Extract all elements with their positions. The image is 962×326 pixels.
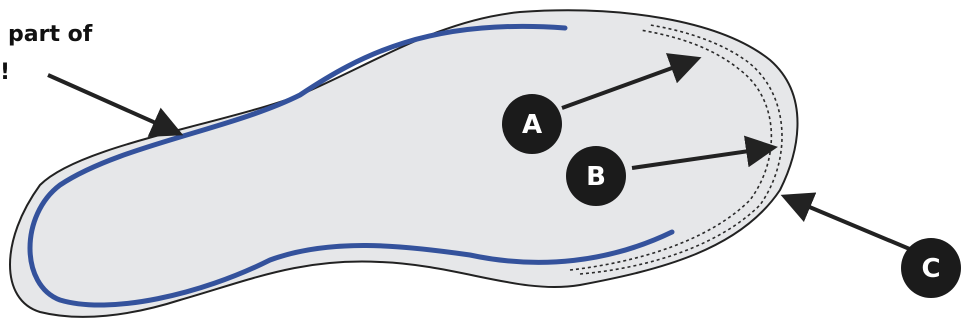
marker-a-label: A bbox=[522, 110, 542, 140]
arrow-to-blue-line bbox=[47, 73, 184, 137]
caption-line-1: part of bbox=[8, 22, 93, 47]
marker-b: B bbox=[566, 146, 626, 206]
insole-outline bbox=[9, 9, 799, 318]
arrow-c bbox=[780, 192, 913, 252]
arrow-a bbox=[561, 53, 702, 110]
marker-c-label: C bbox=[921, 254, 940, 284]
blue-edge-line bbox=[27, 23, 675, 308]
marker-a: A bbox=[502, 94, 562, 154]
dotted-contour-b bbox=[579, 24, 783, 275]
caption-line-2: ! bbox=[0, 60, 10, 85]
marker-b-label: B bbox=[586, 162, 606, 192]
marker-c: C bbox=[901, 238, 961, 298]
arrow-b bbox=[631, 135, 778, 170]
